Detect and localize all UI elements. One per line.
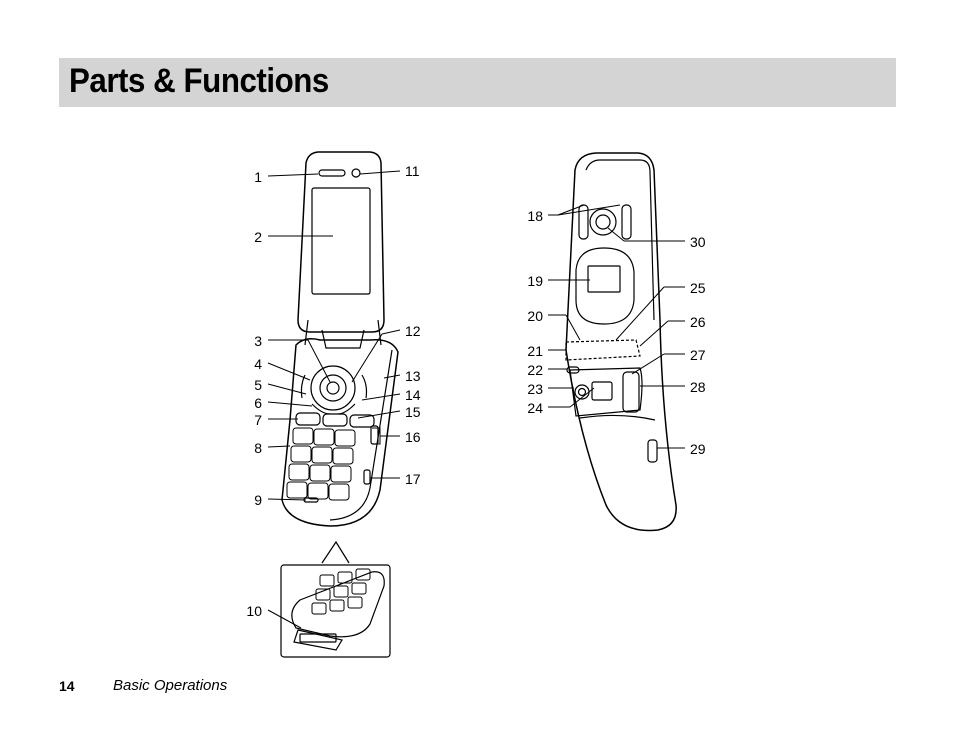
inset-detail-illustration: [280, 540, 391, 658]
callout-labels: 1 2 3 4 5 6 7 8 9 10 11 12 13 14 15 16 1…: [246, 163, 705, 619]
callout-8: 8: [254, 440, 262, 456]
callout-16: 16: [405, 429, 421, 445]
callout-7: 7: [254, 412, 262, 428]
callout-23: 23: [527, 381, 543, 397]
callout-11: 11: [405, 163, 420, 179]
callout-18: 18: [527, 208, 543, 224]
callout-25: 25: [690, 280, 706, 296]
leader-lines: [267, 170, 685, 629]
callout-20: 20: [527, 308, 543, 324]
callout-10: 10: [246, 603, 262, 619]
callout-12: 12: [405, 323, 421, 339]
callout-29: 29: [690, 441, 706, 457]
callout-19: 19: [527, 273, 543, 289]
callout-27: 27: [690, 347, 706, 363]
title-bar: Parts & Functions: [59, 58, 896, 107]
callout-13: 13: [405, 368, 421, 384]
callout-30: 30: [690, 234, 706, 250]
callout-14: 14: [405, 387, 421, 403]
section-name: Basic Operations: [113, 677, 228, 694]
callout-9: 9: [254, 492, 262, 508]
page-title: Parts & Functions: [69, 62, 329, 100]
callout-15: 15: [405, 404, 421, 420]
callout-6: 6: [254, 395, 262, 411]
callout-24: 24: [527, 400, 543, 416]
page-number: 14: [59, 678, 75, 694]
callout-26: 26: [690, 314, 706, 330]
callout-17: 17: [405, 471, 421, 487]
phone-back-illustration: [565, 152, 677, 532]
callout-5: 5: [254, 377, 262, 393]
callout-22: 22: [527, 362, 543, 378]
callout-1: 1: [254, 169, 262, 185]
callout-3: 3: [254, 333, 262, 349]
callout-4: 4: [254, 356, 262, 372]
callout-21: 21: [527, 343, 543, 359]
phone-front-illustration: [281, 151, 399, 527]
callout-28: 28: [690, 379, 706, 395]
callout-2: 2: [254, 229, 262, 245]
